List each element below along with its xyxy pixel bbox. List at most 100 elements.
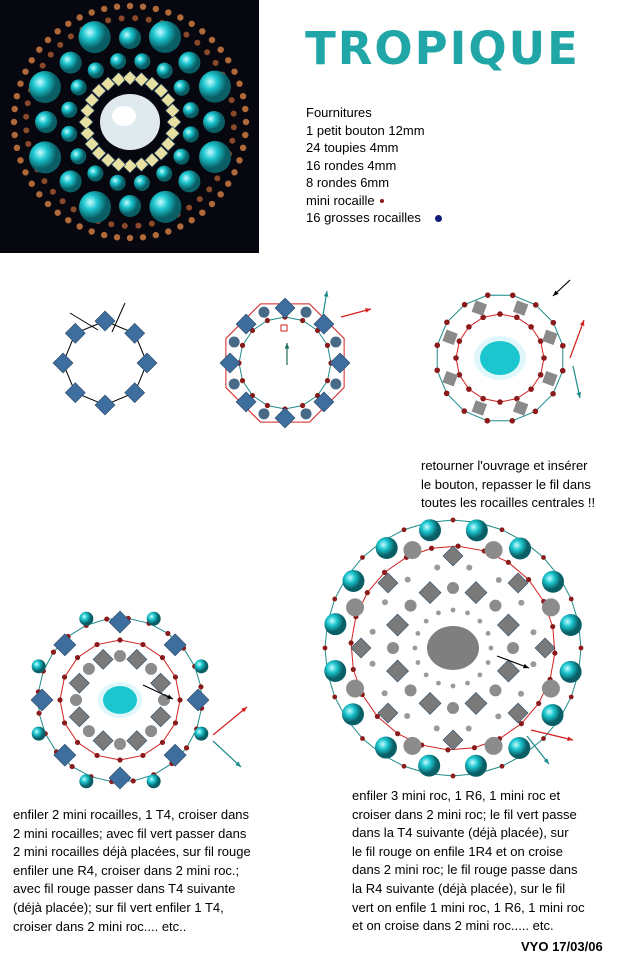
toupie-bead [329,352,351,374]
crystal-toupie [133,157,149,172]
turquoise-round-4mm [119,195,141,217]
mini-rocaille [450,517,456,523]
crystal-toupie [165,125,180,141]
grey-rocaille [381,599,388,606]
mini-rocaille [541,355,547,361]
toupie-bead [542,370,558,387]
toupie-bead [235,391,257,413]
arrow-head [235,761,241,767]
turquoise-round-4mm [182,102,199,119]
toupie-bead [442,545,464,567]
round-4mm [145,662,158,675]
turquoise-bead [31,659,46,674]
copper-rocaille [54,28,61,35]
instruction-line: 2 mini rocailles; avec fil vert passer d… [13,825,247,841]
mini-rocaille [198,684,204,690]
arrow-head [523,663,529,669]
grey-rocaille [404,713,411,720]
mini-rocaille [456,372,463,378]
mini-rocaille [434,367,440,374]
supply-item-label: 16 grosses rocailles [306,210,421,225]
round-6mm [346,598,365,617]
mini-rocaille [401,763,407,769]
copper-rocaille [11,131,18,139]
copper-rocaille [206,186,213,193]
turquoise-round-4mm [173,148,190,165]
round-4mm [447,582,459,594]
copper-rocaille [165,9,172,16]
mini-rocaille [456,338,463,344]
copper-rocaille [225,180,232,187]
mini-rocaille [518,721,525,727]
mini-rocaille [443,390,450,397]
turquoise-round-4mm [59,170,82,193]
supply-item: 24 toupies 4mm [306,140,399,155]
mini-rocaille [466,324,472,330]
instruction-line: enfiler 2 mini rocailles, 1 T4, croiser … [13,807,250,822]
arrow-head [241,707,247,713]
mini-rocaille [578,645,584,651]
mini-rocaille [264,317,270,324]
copper-rocaille [225,57,232,64]
grey-rocaille [495,713,502,720]
toupie-bead [136,352,158,374]
copper-rocaille [67,33,74,40]
turquoise-round-4mm [134,53,151,70]
copper-rocaille [239,144,247,152]
copper-rocaille [41,178,48,185]
crystal-toupie [100,152,116,168]
instruction-right: enfiler 3 mini roc, 1 R6, 1 mini roc et … [352,787,585,936]
grey-rocaille [404,576,411,583]
copper-rocaille [236,157,243,164]
mini-rocaille [560,342,566,349]
grey-rocaille [369,660,376,667]
copper-rocaille [196,196,203,203]
toupie-bead [53,633,77,657]
turquoise-round-4mm [133,174,150,191]
copper-rocaille [59,198,66,205]
arrow-line [526,735,550,765]
copper-rocaille [22,169,29,176]
toupie-bead [92,730,114,752]
instruction-line: toutes les rocailles centrales !! [421,495,596,511]
round-4mm [447,702,459,714]
copper-rocaille [44,36,52,44]
turquoise-round-4mm [178,51,201,74]
grey-rocaille [518,599,525,606]
crystal-toupie [160,136,176,152]
turquoise-round-6mm [149,190,182,223]
copper-rocaille [100,5,108,13]
instruction-line: croiser dans 2 mini roc; le fil vert pas… [352,806,577,822]
copper-rocaille [108,221,115,228]
instruction-line: enfiler une R4, croiser dans 2 mini roc.… [13,862,240,878]
toupie-bead [124,322,146,344]
mini-rocaille [532,408,539,415]
copper-rocaille [236,80,243,87]
round-6mm [484,541,503,560]
mini-rocaille-swatch [379,199,384,204]
copper-rocaille [88,228,95,235]
mini-rocaille [455,543,461,549]
crystal-toupie [84,92,100,108]
toupie-bead [497,659,520,683]
center-button [427,626,479,670]
toupie-bead [186,688,210,712]
mini-rocaille [450,773,456,779]
arrow-head [365,308,371,313]
copper-rocaille [188,217,195,224]
mini-rocaille [239,378,246,384]
grey-rocaille [465,725,472,732]
round-4mm [114,650,126,662]
copper-rocaille [23,127,30,134]
mini-rocaille [74,739,81,746]
grey-rocaille [436,610,441,616]
turquoise-bead [79,611,94,626]
mini-rocaille [322,645,328,651]
instruction-line: dans la T4 suivante (déjà placée), sur [352,825,569,841]
mini-rocaille [332,694,338,700]
mini-rocaille [401,527,407,533]
copper-rocaille [152,5,160,13]
mini-rocaille [172,720,179,726]
toupie-bead [418,692,442,715]
mini-rocaille [428,545,435,551]
